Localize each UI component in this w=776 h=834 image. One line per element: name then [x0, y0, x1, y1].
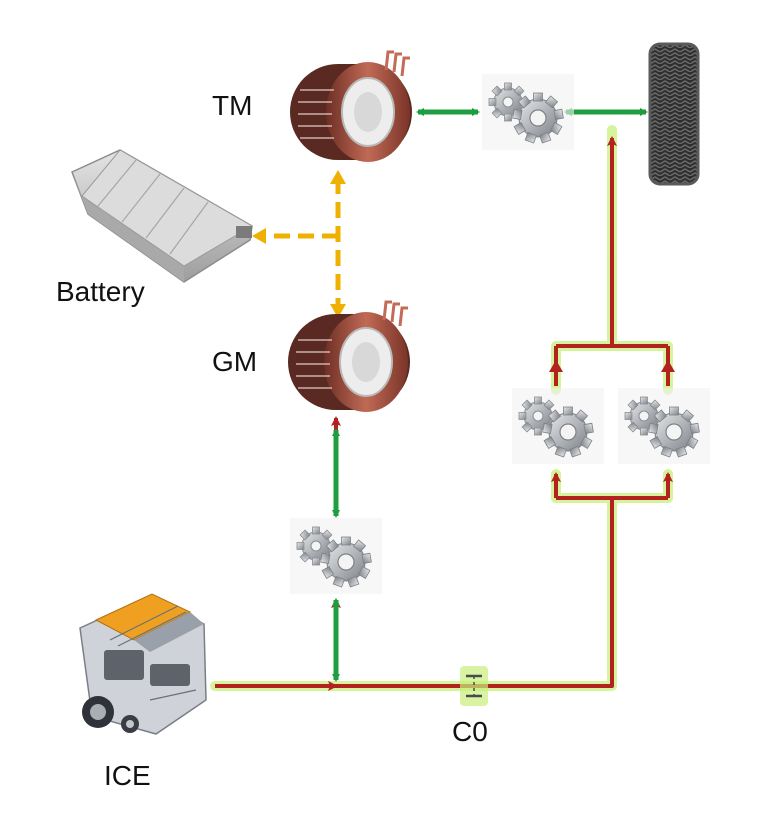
- traction-motor-icon: [288, 50, 414, 164]
- tm-label: TM: [212, 90, 253, 121]
- gear-icon: [482, 74, 574, 150]
- c0-label: C0: [452, 716, 488, 747]
- clutch-icon: [460, 666, 488, 706]
- engine-icon: [79, 593, 207, 735]
- battery-label: Battery: [56, 276, 145, 307]
- gear-icon: [290, 518, 382, 594]
- ice-label: ICE: [104, 760, 151, 791]
- generator-motor-icon: [286, 300, 412, 414]
- main-shaft: [336, 500, 614, 688]
- wheel-tire-icon: [648, 42, 700, 186]
- gm-label: GM: [212, 346, 258, 377]
- gear-icon: [512, 388, 604, 464]
- gear-icon: [618, 388, 710, 464]
- battery-pack-icon: [71, 149, 253, 283]
